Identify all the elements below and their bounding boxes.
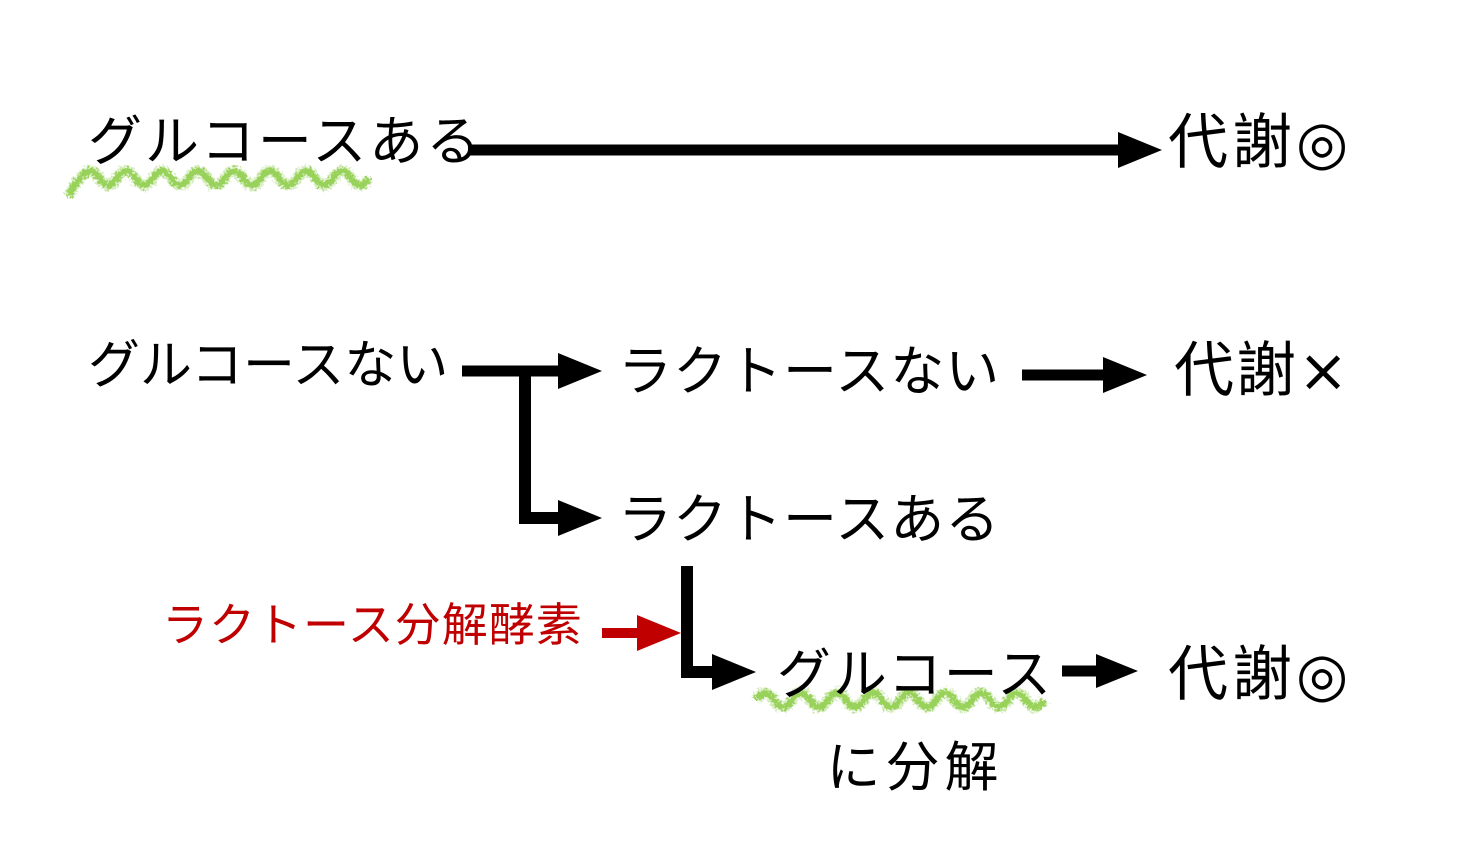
label-glucose-absent: グルコースない bbox=[88, 336, 449, 396]
label-metabolism-bad: 代謝× bbox=[1174, 336, 1351, 406]
label-lactose-absent: ラクトースない bbox=[618, 340, 1001, 403]
label-breakdown-glucose: グルコース bbox=[776, 643, 1054, 706]
arrow-glucose-to-metabolism-icon bbox=[468, 132, 1162, 168]
arrow-breakdown-to-good-icon bbox=[1062, 654, 1138, 688]
arrow-enzyme-icon bbox=[602, 615, 681, 651]
connector-lactose-to-breakdown-icon bbox=[681, 566, 756, 690]
arrow-lactose-absent-to-bad-icon bbox=[1022, 357, 1147, 393]
highlight-underline-glucose-present-icon bbox=[63, 165, 374, 199]
label-breakdown-suffix: に分解 bbox=[826, 736, 1004, 799]
label-lactase-enzyme: ラクトース分解酵素 bbox=[162, 598, 583, 652]
label-lactose-present: ラクトースある bbox=[618, 488, 1001, 551]
label-metabolism-good-bottom: 代謝◎ bbox=[1168, 640, 1353, 710]
label-metabolism-good-top: 代謝◎ bbox=[1168, 108, 1353, 178]
label-breakdown-to-glucose: グルコース に分解 bbox=[770, 630, 1060, 802]
branch-connector-glucose-absent-icon bbox=[462, 353, 602, 536]
label-glucose-present: グルコースある bbox=[88, 110, 484, 173]
